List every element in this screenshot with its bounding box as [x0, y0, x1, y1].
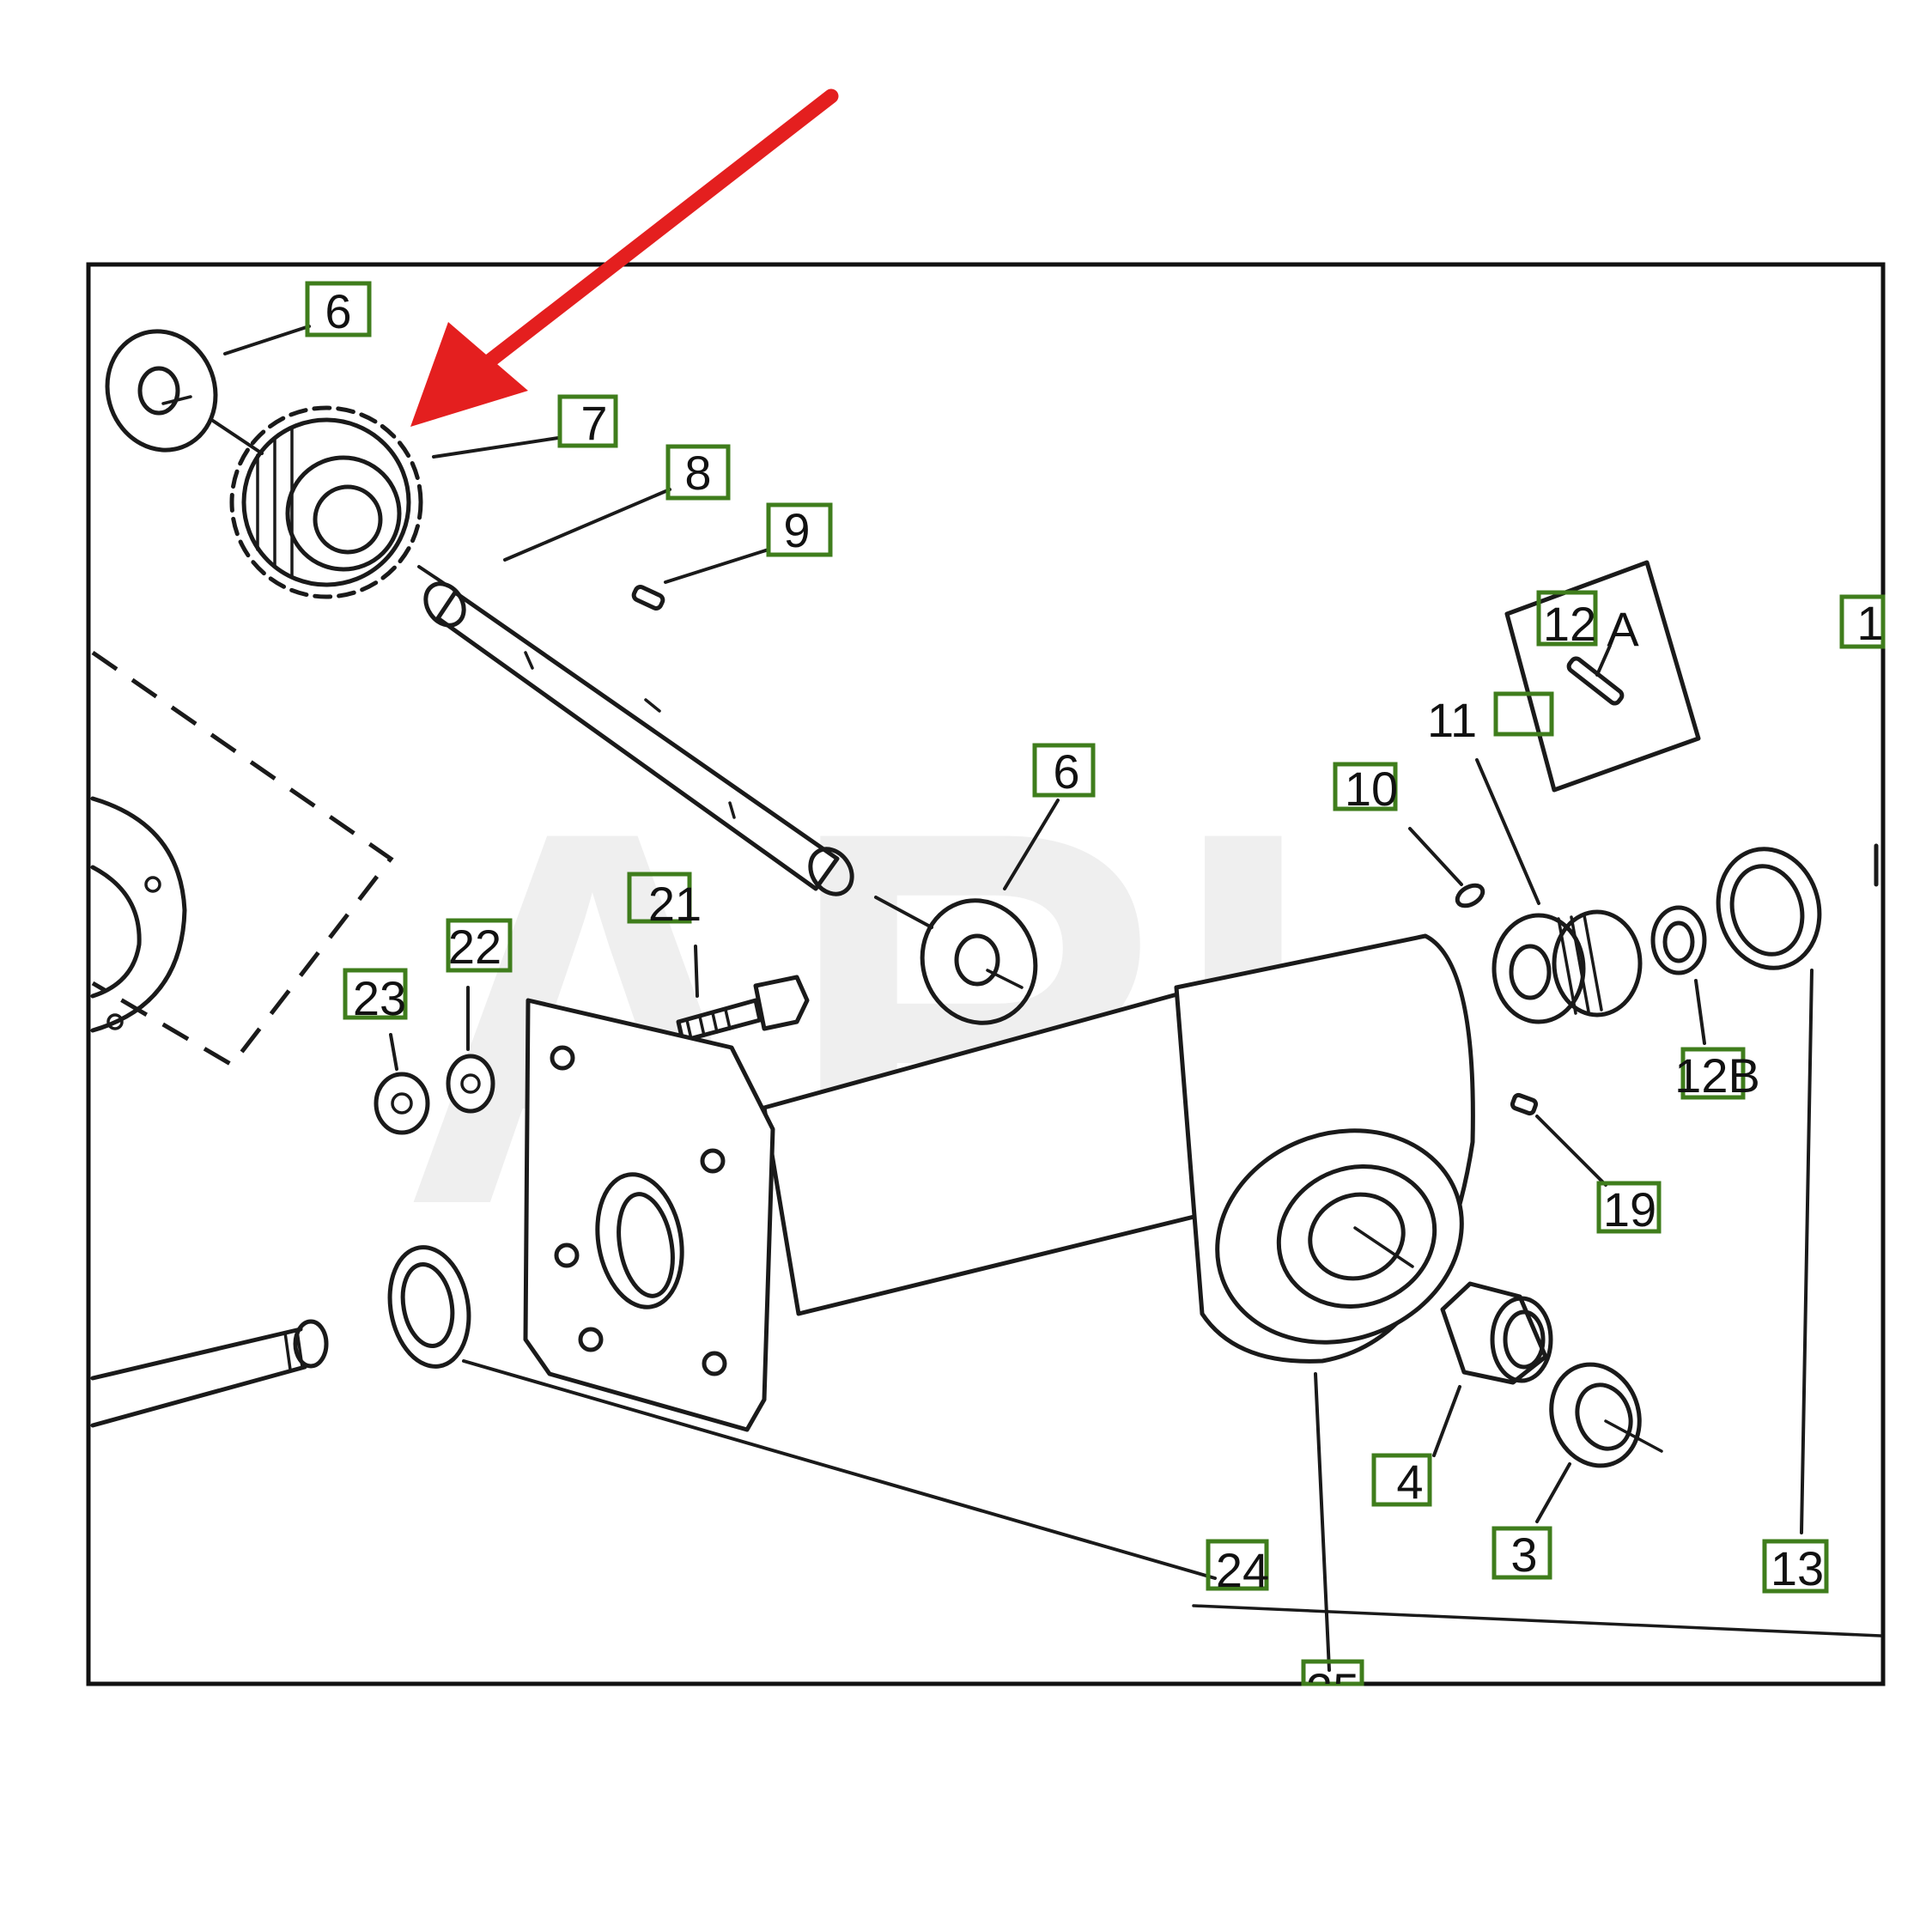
hub-flange	[90, 796, 187, 1033]
key-9	[631, 585, 665, 611]
callout-7: 7	[557, 394, 618, 450]
callout-6-mid: 6	[1032, 743, 1096, 799]
callout-12: 12	[1536, 590, 1598, 651]
setscrew-19	[1510, 1092, 1539, 1116]
drawing: A	[90, 325, 1882, 1672]
bottom-reference-line	[1192, 1604, 1882, 1637]
callout-4-label: 4	[1396, 1455, 1423, 1509]
callout-9: 9	[766, 502, 833, 557]
callout-22-label: 22	[448, 920, 501, 974]
gear-7	[229, 405, 423, 599]
callout-11-label: 11	[1427, 693, 1477, 747]
callout-23-label: 23	[353, 971, 406, 1025]
leader-gear-shaft	[417, 565, 447, 586]
callout-10: 10	[1333, 762, 1398, 816]
red-arrow-annotation	[410, 88, 839, 427]
leader-shaft-washer	[874, 896, 933, 929]
callout-3: 3	[1492, 1526, 1552, 1582]
bolt-21	[676, 975, 810, 1043]
seal-24	[387, 1245, 471, 1369]
callout-6-top: 6	[305, 281, 372, 338]
callout-13: 13	[1762, 1539, 1829, 1595]
dashed-housing-outline	[91, 650, 394, 1068]
callout-23: 23	[343, 968, 408, 1025]
callout-6-top-label: 6	[325, 284, 351, 338]
bearing-11	[1492, 909, 1643, 1024]
bracket-body	[523, 933, 1475, 1432]
callout-1-label: 1	[1856, 596, 1883, 650]
nut-23	[374, 1072, 430, 1135]
detail-inset-label: A	[1607, 602, 1639, 656]
callouts: 6 7 8 9 6 10 11 12	[305, 281, 1886, 1717]
callout-8: 8	[665, 444, 731, 501]
callout-25-label: 25	[1306, 1663, 1359, 1717]
callout-19-label: 19	[1603, 1182, 1656, 1236]
stud	[90, 1319, 329, 1428]
callout-1: 1	[1839, 594, 1886, 650]
callout-9-label: 9	[783, 503, 810, 557]
shaft-8	[423, 581, 854, 896]
callout-8-label: 8	[684, 446, 711, 500]
callout-12b-label: 12B	[1674, 1048, 1760, 1103]
callout-3-label: 3	[1510, 1528, 1537, 1582]
nut-22	[446, 1054, 495, 1114]
callout-22: 22	[446, 918, 513, 974]
callout-12b: 12B	[1674, 1047, 1760, 1103]
callout-4: 4	[1371, 1453, 1432, 1509]
ring-12b	[1650, 905, 1707, 975]
callout-12-label: 12	[1543, 597, 1596, 651]
callout-24-label: 24	[1216, 1543, 1269, 1597]
washer-3	[1549, 1362, 1663, 1468]
collar-13	[1716, 847, 1822, 970]
callout-13-label: 13	[1771, 1541, 1824, 1595]
callout-25: 25	[1301, 1659, 1364, 1717]
key-10	[1455, 883, 1485, 908]
callout-21-label: 21	[648, 877, 702, 931]
callout-21: 21	[627, 872, 702, 931]
callout-24: 24	[1206, 1539, 1269, 1597]
callout-6-mid-label: 6	[1053, 744, 1079, 799]
leader-lines	[223, 325, 1814, 1672]
callout-19: 19	[1596, 1181, 1662, 1236]
callout-7-label: 7	[580, 396, 607, 450]
detail-inset-a: A	[1504, 560, 1701, 793]
leader-washer-gear	[211, 419, 264, 455]
washer-6-mid	[920, 898, 1038, 1025]
callout-10-label: 10	[1345, 762, 1398, 816]
callout-11: 11	[1427, 691, 1554, 747]
bushing-4	[1440, 1281, 1553, 1385]
diagram-frame	[86, 262, 1886, 1686]
washer-6-top	[105, 329, 218, 453]
